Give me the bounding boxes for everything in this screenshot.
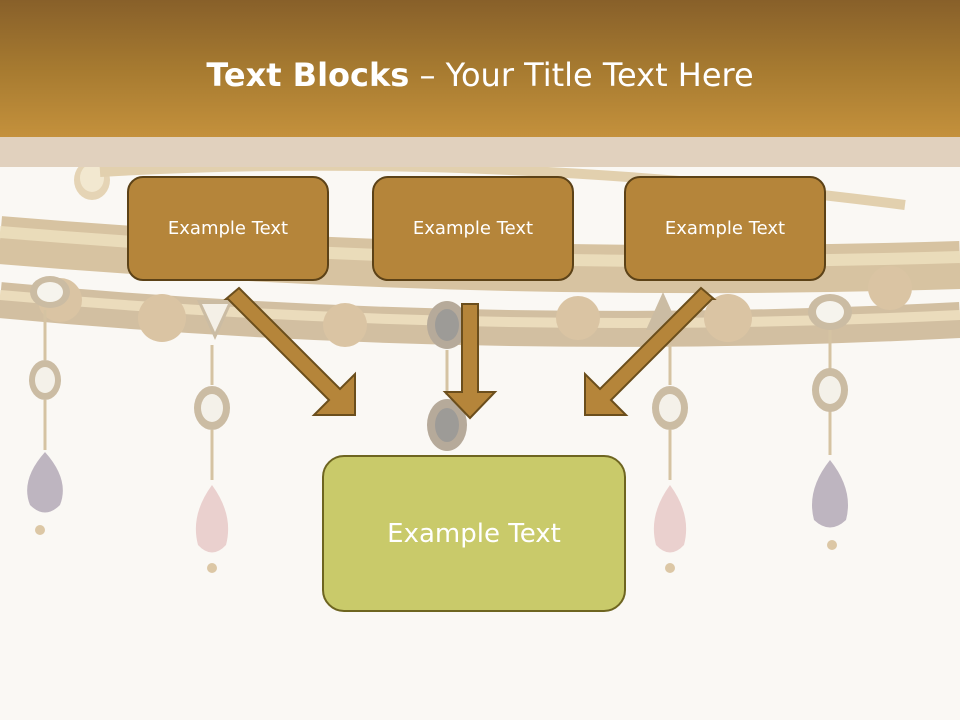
arrow-center (442, 303, 498, 420)
slide-title: Text Blocks – Your Title Text Here (0, 52, 960, 98)
text-block-2[interactable]: Example Text (372, 176, 574, 281)
title-rest: – Your Title Text Here (409, 56, 754, 94)
target-block[interactable]: Example Text (322, 455, 626, 612)
arrow-left (223, 286, 356, 416)
text-block-1[interactable]: Example Text (127, 176, 329, 281)
text-block-2-label: Example Text (412, 218, 534, 239)
arrow-right (584, 286, 717, 416)
title-bold: Text Blocks (206, 56, 410, 94)
target-block-label: Example Text (387, 518, 561, 549)
text-block-3[interactable]: Example Text (624, 176, 826, 281)
text-block-3-label: Example Text (664, 218, 786, 239)
title-bar (0, 0, 960, 137)
text-block-1-label: Example Text (167, 218, 289, 239)
title-band (0, 137, 960, 167)
